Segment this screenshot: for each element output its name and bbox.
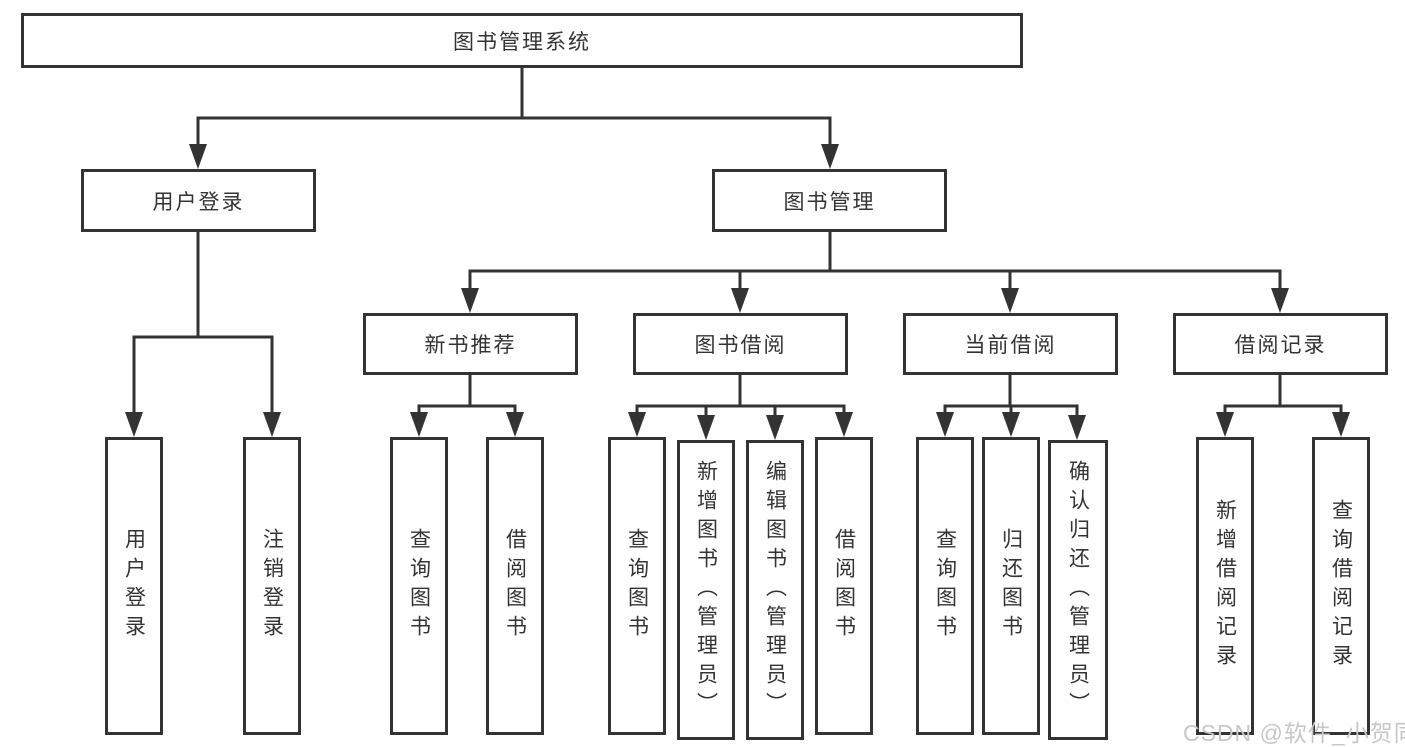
leaf-add-books-admin-label: 新增图书（管理员） <box>694 459 718 721</box>
leaf-query-books-borrowing-label: 查询图书 <box>625 528 649 644</box>
node-book-borrowing-label: 图书借阅 <box>694 334 787 357</box>
leaf-query-books-recommend: 查询图书 <box>390 437 448 735</box>
leaf-query-books-current: 查询图书 <box>916 437 974 735</box>
leaf-borrow-books: 借阅图书 <box>815 437 873 735</box>
node-borrowing-records-label: 借阅记录 <box>1234 334 1327 357</box>
leaf-query-books-borrowing: 查询图书 <box>608 437 666 735</box>
leaf-user-login: 用户登录 <box>105 437 163 735</box>
leaf-query-books-current-label: 查询图书 <box>933 528 957 644</box>
node-new-book-recommend-label: 新书推荐 <box>424 334 517 357</box>
node-book-borrowing: 图书借阅 <box>633 313 848 375</box>
leaf-query-borrow-record-label: 查询借阅记录 <box>1329 499 1353 673</box>
leaf-edit-books-admin-label: 编辑图书（管理员） <box>763 459 787 721</box>
arrowheads <box>125 144 1350 440</box>
leaf-logout-label: 注销登录 <box>260 528 284 644</box>
leaf-add-borrow-record-label: 新增借阅记录 <box>1213 499 1237 673</box>
leaf-return-books-label: 归还图书 <box>999 528 1023 644</box>
leaf-confirm-return-admin: 确认归还（管理员） <box>1048 440 1108 740</box>
node-book-management-label: 图书管理 <box>783 190 876 214</box>
leaf-return-books: 归还图书 <box>982 437 1040 735</box>
leaf-add-borrow-record: 新增借阅记录 <box>1196 437 1254 735</box>
leaf-user-login-label: 用户登录 <box>122 528 146 644</box>
node-book-management: 图书管理 <box>712 169 947 232</box>
node-user-login: 用户登录 <box>81 169 316 232</box>
leaf-edit-books-admin: 编辑图书（管理员） <box>746 440 804 740</box>
node-current-borrowing-label: 当前借阅 <box>964 334 1057 357</box>
leaf-query-books-recommend-label: 查询图书 <box>407 528 431 644</box>
leaf-borrow-books-recommend-label: 借阅图书 <box>503 528 527 644</box>
leaf-borrow-books-label: 借阅图书 <box>832 528 856 644</box>
leaf-logout: 注销登录 <box>243 437 301 735</box>
node-current-borrowing: 当前借阅 <box>903 313 1118 375</box>
node-root-label: 图书管理系统 <box>453 30 591 54</box>
watermark: CSDN @软件_小贺同学 <box>1183 720 1405 746</box>
node-user-login-label: 用户登录 <box>152 190 245 214</box>
node-new-book-recommend: 新书推荐 <box>363 313 578 375</box>
leaf-confirm-return-admin-label: 确认归还（管理员） <box>1066 459 1090 721</box>
node-root: 图书管理系统 <box>21 13 1023 68</box>
leaf-query-borrow-record: 查询借阅记录 <box>1312 437 1370 735</box>
leaf-add-books-admin: 新增图书（管理员） <box>677 440 735 740</box>
leaf-borrow-books-recommend: 借阅图书 <box>486 437 544 735</box>
node-borrowing-records: 借阅记录 <box>1173 313 1388 375</box>
